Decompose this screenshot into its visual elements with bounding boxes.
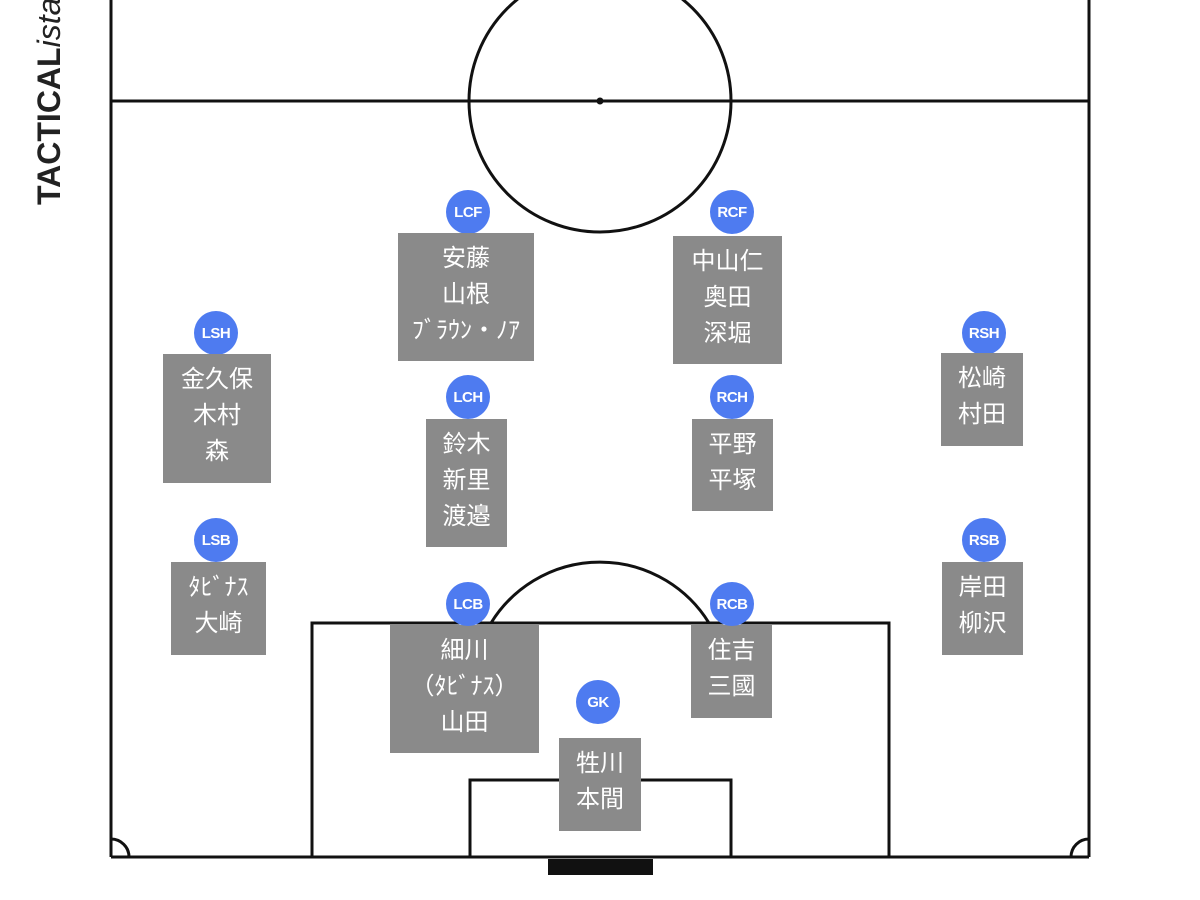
player-name: 新里 (442, 466, 491, 494)
position-badge-gk: GK (576, 680, 620, 724)
player-name: 渡邉 (442, 502, 491, 530)
player-name: 奥田 (703, 283, 752, 311)
player-name: 岸田 (958, 573, 1007, 601)
player-name: 安藤 (442, 244, 490, 272)
player-name: 細川 (440, 636, 489, 664)
penalty-area (310, 621, 891, 857)
corner-arc-right (1069, 837, 1090, 858)
player-box-rcb: 住吉 三國 (691, 625, 772, 718)
position-badge-rsh: RSH (962, 311, 1006, 355)
player-box-lcb: 細川 （ﾀﾋﾞﾅｽ） 山田 (390, 625, 539, 753)
position-badge-rch: RCH (710, 375, 754, 419)
player-name: 村田 (958, 400, 1006, 428)
player-box-rch: 平野 平塚 (692, 419, 773, 511)
player-name: 柳沢 (958, 609, 1007, 637)
player-name: 松崎 (958, 364, 1006, 392)
tacticalista-logo: TACTICALista (30, 0, 68, 205)
player-box-rsb: 岸田 柳沢 (942, 562, 1023, 655)
player-name: 中山仁 (691, 247, 764, 275)
corner-arc-left (110, 837, 131, 858)
position-badge-lch: LCH (446, 375, 490, 419)
player-name: 平野 (708, 430, 757, 458)
centre-circle (467, 0, 733, 234)
player-box-lch: 鈴木 新里 渡邉 (426, 419, 507, 547)
player-name: 平塚 (708, 466, 757, 494)
player-box-lcf: 安藤 山根 ﾌﾞﾗｳﾝ・ﾉｱ (398, 233, 534, 361)
player-name: 大崎 (194, 609, 243, 637)
player-box-rsh: 松崎 村田 (941, 353, 1023, 446)
position-badge-rcf: RCF (710, 190, 754, 234)
logo-part-1: TACTICAL (31, 47, 67, 205)
centre-spot (596, 97, 604, 105)
player-name: 三國 (707, 672, 756, 700)
player-name: （ﾀﾋﾞﾅｽ） (410, 672, 519, 700)
player-box-lsh: 金久保 木村 森 (163, 354, 271, 483)
player-name: 山根 (442, 280, 490, 308)
player-name: 深堀 (703, 319, 752, 347)
goal (548, 859, 653, 875)
position-badge-lsh: LSH (194, 311, 238, 355)
logo-part-2: ista (31, 0, 67, 48)
player-name: 鈴木 (442, 430, 491, 458)
player-name: 山田 (440, 708, 489, 736)
player-name: 金久保 (181, 365, 253, 393)
position-badge-lsb: LSB (194, 518, 238, 562)
player-name: 本間 (576, 785, 624, 813)
player-name: ﾌﾞﾗｳﾝ・ﾉｱ (412, 316, 520, 344)
position-badge-rcb: RCB (710, 582, 754, 626)
player-box-gk: 牲川 本間 (559, 738, 641, 831)
position-badge-lcf: LCF (446, 190, 490, 234)
player-box-lsb: ﾀﾋﾞﾅｽ 大崎 (171, 562, 266, 655)
position-badge-rsb: RSB (962, 518, 1006, 562)
position-badge-lcb: LCB (446, 582, 490, 626)
player-name: 住吉 (707, 636, 756, 664)
penalty-arc (489, 560, 711, 624)
player-name: 森 (205, 437, 229, 465)
player-name: 牲川 (576, 749, 624, 777)
player-name: 木村 (193, 401, 241, 429)
player-box-rcf: 中山仁 奥田 深堀 (673, 236, 782, 364)
player-name: ﾀﾋﾞﾅｽ (188, 573, 249, 601)
